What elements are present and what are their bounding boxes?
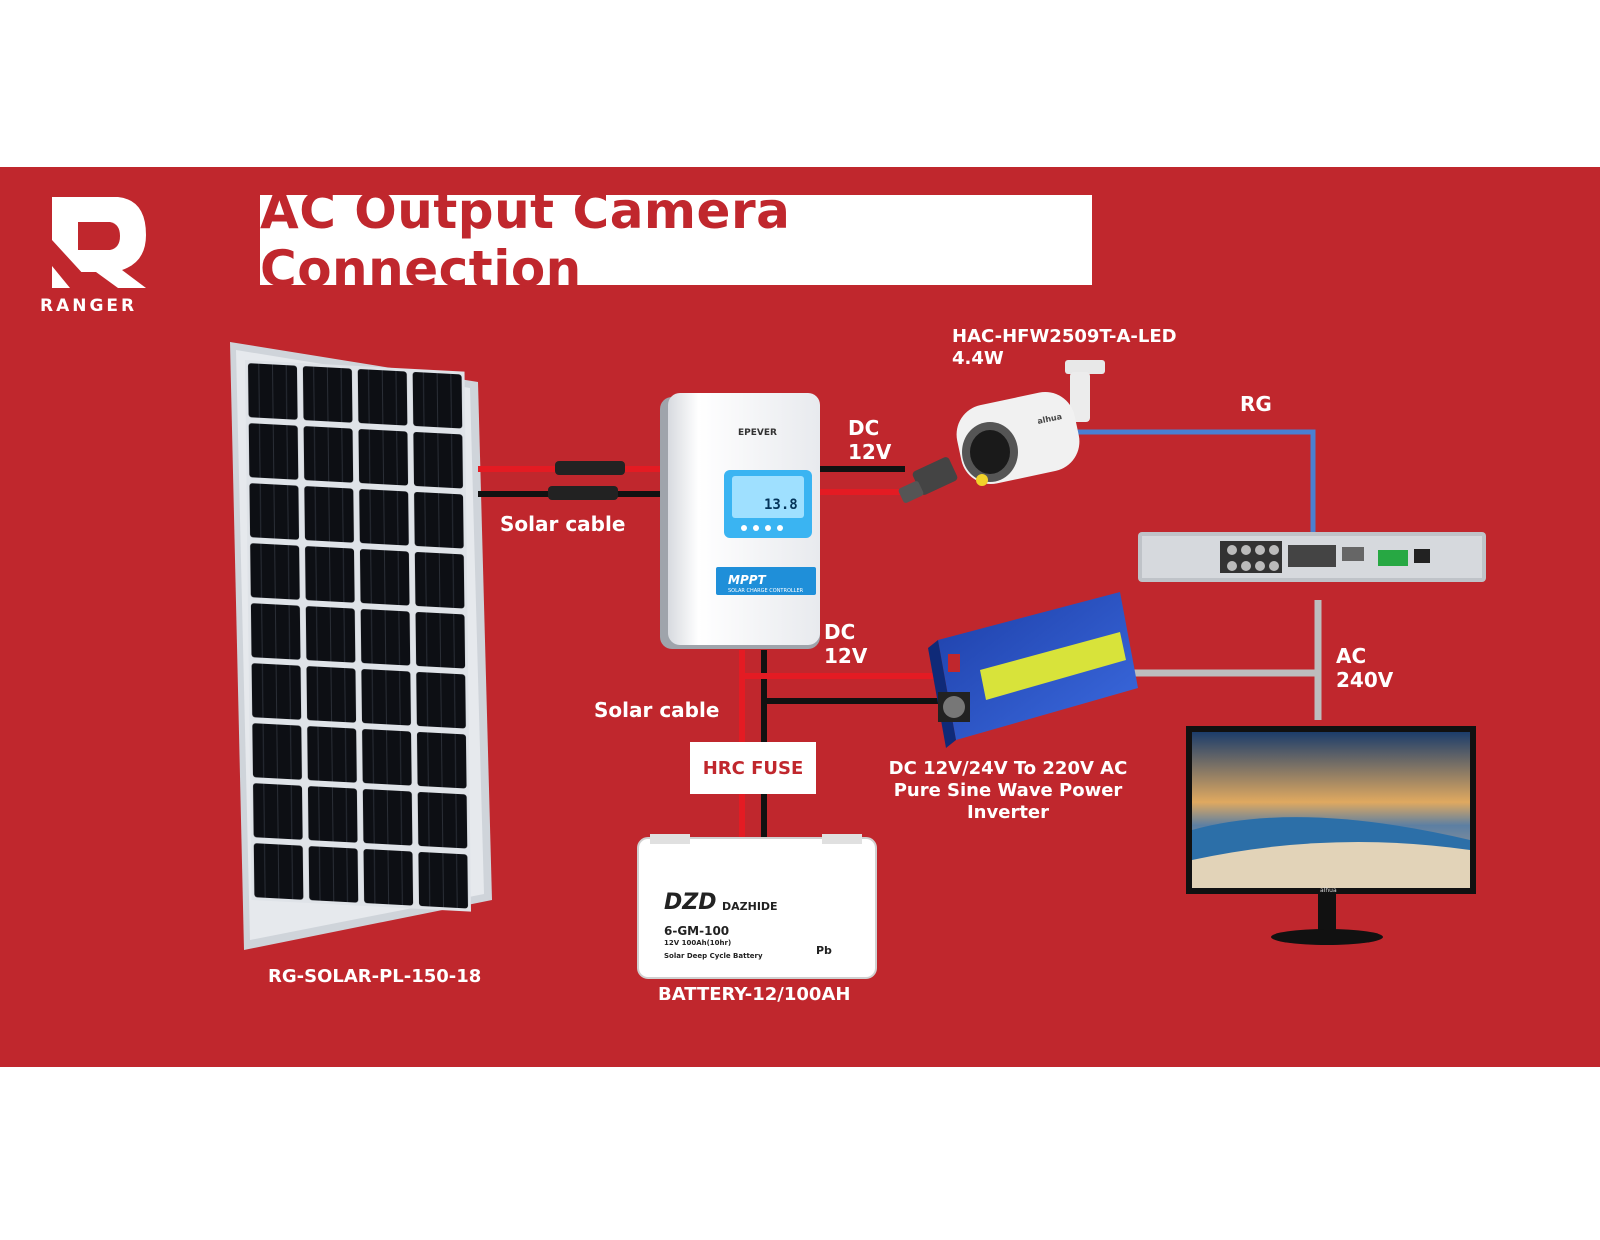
camera [956,360,1105,486]
battery-model-text: 6-GM-100 [664,924,730,938]
inverter-label-line3: Inverter [966,802,1050,823]
solar-panel [230,342,492,950]
controller-display-text: 13.8 [764,497,798,513]
ac-label-line1: AC [1336,644,1367,668]
battery-label: BATTERY-12/100AH [658,984,851,1005]
charge-controller [660,393,820,649]
dc-inverter-label-line1: DC [824,620,856,644]
brand-name: RANGER [40,296,138,316]
battery-spec-text: 12V 100Ah(10hr) [664,939,732,947]
solar-panel-label: RG-SOLAR-PL-150-18 [268,966,482,987]
monitor-brand-text: alhua [1320,887,1337,894]
ac-cable [1130,600,1322,720]
rg-label: RG [1240,392,1272,416]
hrc-fuse: HRC FUSE [690,742,816,794]
solar-cable-lines [478,461,660,500]
battery [637,834,877,979]
battery-brand-text: DAZHIDE [722,900,778,913]
dvr-recorder [1138,532,1486,582]
dc-camera-label-line1: DC [848,416,880,440]
inverter-label-line2: Pure Sine Wave Power [893,780,1123,801]
battery-pb-text: Pb [816,944,832,957]
camera-model-label: HAC-HFW2509T-A-LED [952,326,1177,347]
page-title: AC Output Camera Connection [260,182,791,298]
ac-label-line2: 240V [1336,668,1394,692]
solar-cable-bottom-label: Solar cable [594,698,720,722]
battery-logo-text: DZD [664,890,717,915]
title-box: AC Output Camera Connection [260,182,1092,298]
controller-mppt-text: MPPT [728,573,767,587]
dc-inverter-label-line2: 12V [824,644,868,668]
dc-camera-cable [820,457,958,503]
monitor [1186,726,1476,945]
camera-power-label: 4.4W [952,348,1004,369]
controller-subtitle-text: SOLAR CHARGE CONTROLLER [728,588,804,594]
dc-camera-label-line2: 12V [848,440,892,464]
controller-brand-text: EPEVER [738,428,777,438]
ranger-logo-icon [52,197,146,288]
inverter [928,592,1138,748]
hrc-fuse-label: HRC FUSE [702,757,804,779]
battery-type-text: Solar Deep Cycle Battery [664,952,763,960]
solar-cable-top-label: Solar cable [500,512,626,536]
rg-cable [1075,429,1316,532]
inverter-label-line1: DC 12V/24V To 220V AC [888,758,1128,779]
